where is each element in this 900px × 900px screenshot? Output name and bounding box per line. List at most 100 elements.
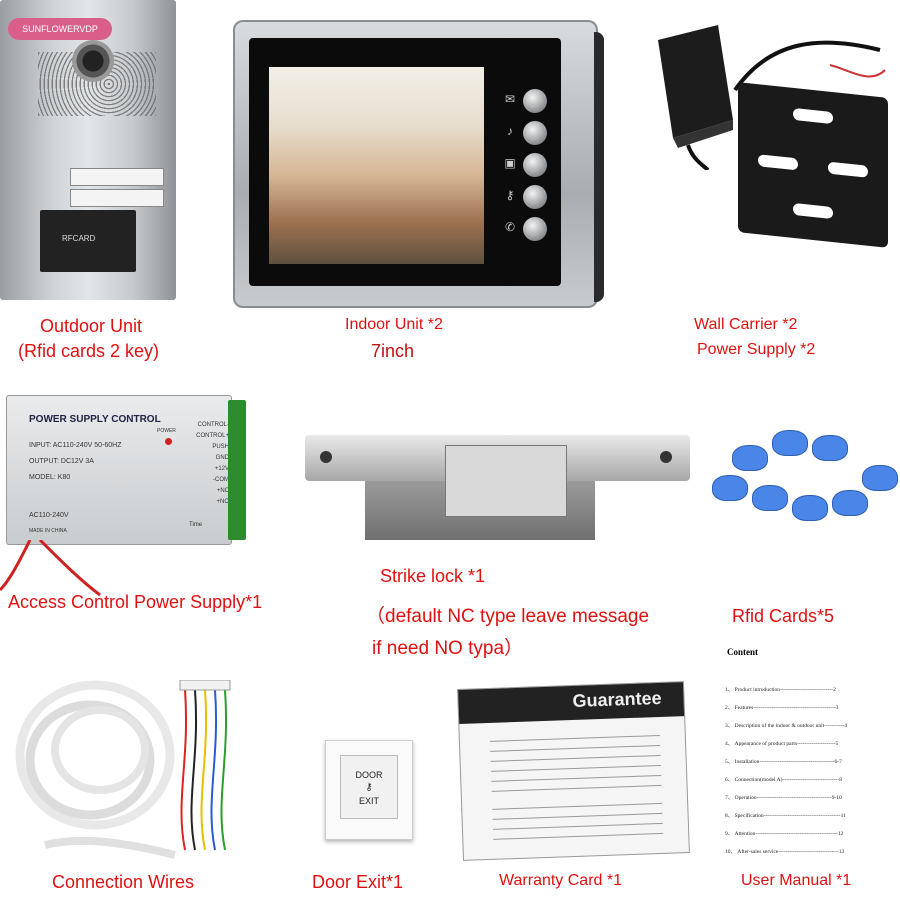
power-adapter-image: [658, 25, 733, 170]
screw-hole: [660, 451, 672, 463]
time-label: Time: [189, 522, 203, 528]
manual-toc-item: 1、 Product introduction-----------------…: [725, 687, 836, 693]
exit-text: EXIT: [358, 796, 379, 806]
rfid-cards-image: [712, 425, 898, 535]
psu-made: MADE IN CHINA: [29, 528, 67, 534]
rfid-tag: [752, 485, 788, 511]
mounting-slot: [793, 107, 833, 125]
brand-watermark: SUNFLOWERVDP: [8, 18, 112, 40]
outdoor-unit-image: SUNFLOWERVDP RFCARD: [0, 0, 176, 300]
outdoor-unit-sublabel: (Rfid cards 2 key): [18, 341, 160, 361]
terminal-label: +NO: [216, 499, 229, 505]
monitor-screen-photo: [269, 67, 484, 264]
manual-toc-item: 2、 Features-----------------------------…: [725, 705, 839, 711]
terminal-label: +NC: [216, 488, 229, 494]
connection-cable-image: [15, 680, 176, 859]
form-line: [492, 802, 663, 810]
user-manual-image: Content 1、 Product introduction---------…: [715, 645, 885, 865]
access-power-supply-image: POWER SUPPLY CONTROL INPUT: AC110-240V 5…: [6, 395, 232, 545]
monitor-icon: ▣: [504, 156, 516, 170]
camera-lens-icon: [72, 40, 114, 82]
form-line: [493, 832, 664, 840]
door-exit-button-image: DOOR ⚷ EXIT: [325, 740, 413, 840]
indoor-unit-label: Indoor Unit *2: [345, 316, 443, 333]
psu-wires: [0, 540, 101, 597]
rfid-tag: [792, 495, 828, 521]
form-line: [492, 822, 663, 830]
rfid-tag: [732, 445, 768, 471]
form-line: [489, 734, 660, 742]
adapter-cable: [733, 40, 886, 92]
connection-wires-label: Connection Wires: [52, 872, 195, 892]
form-line: [492, 812, 663, 820]
manual-toc-item: 5、 Installation-------------------------…: [725, 759, 842, 765]
screw-hole: [320, 451, 332, 463]
rfid-tag: [772, 430, 808, 456]
psu-output: OUTPUT: DC12V 3A: [29, 458, 94, 465]
warranty-header: Guarantee: [458, 682, 685, 724]
manual-toc-item: 9、 Attention----------------------------…: [725, 831, 844, 837]
door-exit-label: Door Exit*1: [312, 872, 404, 892]
form-line: [490, 754, 661, 762]
mounting-slot: [758, 154, 798, 171]
volume-icon: ♪: [507, 124, 513, 138]
terminal-label: CONTROL+: [196, 433, 229, 439]
key-icon: ⚷: [505, 188, 515, 202]
call-button-1: [70, 168, 164, 186]
form-line: [491, 784, 662, 792]
power-supply-label: Power Supply *2: [697, 341, 816, 358]
access-power-supply-label: Access Control Power Supply*1: [8, 592, 263, 612]
power-led-icon: [165, 438, 172, 445]
outdoor-unit-label: Outdoor Unit: [40, 316, 143, 336]
monitor-key: [523, 217, 547, 241]
manual-toc-item: 6、 Connection(model A)------------------…: [725, 777, 842, 783]
form-line: [491, 774, 662, 782]
manual-title: Content: [727, 647, 758, 657]
monitor-side: [594, 32, 604, 302]
manual-toc-item: 10、 After-sales service-----------------…: [725, 849, 845, 855]
mounting-slot: [793, 202, 833, 220]
monitor-key: [523, 121, 547, 145]
terminal-label: +12V: [214, 466, 229, 472]
strike-lock-note2: if need NO typa）: [372, 638, 524, 659]
psu-input: INPUT: AC110-240V 50-60HZ: [29, 442, 122, 449]
psu-model: MODEL: K80: [29, 474, 71, 481]
wire-harness-image: [179, 680, 231, 851]
indoor-unit-sublabel: 7inch: [371, 341, 415, 361]
wall-carrier-label: Wall Carrier *2: [694, 316, 798, 333]
power-led-label: POWER: [157, 428, 176, 434]
warranty-card-label: Warranty Card *1: [499, 872, 622, 889]
terminal-label: GND: [215, 455, 229, 461]
terminal-label: CONTROL-: [197, 422, 229, 428]
strike-lock-note1: （default NC type leave message: [366, 606, 650, 627]
user-manual-label: User Manual *1: [741, 872, 852, 889]
phone-icon: ✆: [504, 220, 516, 234]
rfid-reader: RFCARD: [40, 210, 136, 272]
wall-carrier-image: [738, 82, 888, 248]
manual-toc-item: 8、 Specification------------------------…: [725, 813, 846, 819]
form-line: [490, 764, 661, 772]
indoor-monitor-image: ✉ ♪ ▣ ⚷ ✆: [233, 20, 604, 308]
monitor-key: [523, 153, 547, 177]
message-icon: ✉: [504, 92, 516, 106]
rfid-tag: [812, 435, 848, 461]
strike-lock-label: Strike lock *1: [380, 566, 486, 586]
door-text: DOOR: [355, 770, 383, 780]
terminal-labels: CONTROL- CONTROL+ PUSH GND +12V -COM +NC…: [189, 420, 229, 508]
psu-ac: AC110-240V: [29, 512, 69, 519]
warranty-card-image: Guarantee: [457, 681, 690, 861]
terminal-label: -COM: [213, 477, 229, 483]
strike-lock-plate: [305, 435, 690, 517]
rfid-tag: [862, 465, 898, 491]
rfid-reader-text: RFCARD: [62, 234, 96, 243]
manual-toc-item: 3、 Description of the indoor & outdoor u…: [725, 723, 848, 729]
warranty-title: Guarantee: [572, 687, 662, 711]
manual-toc-item: 7、 Operation----------------------------…: [725, 795, 842, 801]
rfid-tag: [832, 490, 868, 516]
form-line: [490, 744, 661, 752]
terminal-block: [228, 400, 246, 540]
rfid-cards-label: Rfid Cards*5: [732, 606, 835, 626]
mounting-slot: [828, 161, 868, 178]
key-icon: ⚷: [365, 782, 373, 793]
psu-title: POWER SUPPLY CONTROL: [29, 414, 161, 425]
